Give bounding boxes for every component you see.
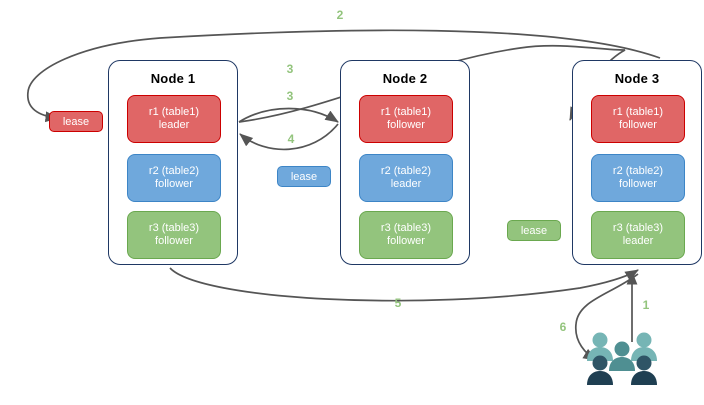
replica-name: r3 (table3) (612, 222, 664, 234)
lease-chip-r1[interactable]: lease (49, 111, 103, 132)
replica-role: leader (158, 119, 190, 131)
lease-chip-r3[interactable]: lease (507, 220, 561, 241)
replica-name: r1 (table1) (148, 106, 200, 118)
replica-name: r1 (table1) (380, 106, 432, 118)
node-box-node3[interactable]: Node 3 r1 (table1) follower r2 (table2) … (572, 60, 702, 265)
replica-name: r1 (table1) (612, 106, 664, 118)
replica-node1-r2[interactable]: r2 (table2) follower (127, 154, 221, 202)
edge-label-6: 6 (559, 320, 567, 334)
replica-role: follower (619, 119, 657, 131)
edge-label-2: 2 (336, 8, 344, 22)
node-box-node1[interactable]: Node 1 r1 (table1) leader r2 (table2) fo… (108, 60, 238, 265)
replica-name: r2 (table2) (380, 165, 432, 177)
replica-node1-r1[interactable]: r1 (table1) leader (127, 95, 221, 143)
replica-role: follower (387, 119, 425, 131)
replica-name: r2 (table2) (148, 165, 200, 177)
lease-chip-r2[interactable]: lease (277, 166, 331, 187)
edge-label-5: 5 (394, 296, 402, 310)
replica-role: follower (155, 235, 193, 247)
replica-node3-r2[interactable]: r2 (table2) follower (591, 154, 685, 202)
replica-node3-r3[interactable]: r3 (table3) leader (591, 211, 685, 259)
node-title: Node 3 (614, 71, 660, 86)
node-title: Node 1 (150, 71, 196, 86)
replica-name: r3 (table3) (380, 222, 432, 234)
replica-role: follower (387, 235, 425, 247)
replica-role: follower (155, 178, 193, 190)
node-box-node2[interactable]: Node 2 r1 (table1) follower r2 (table2) … (340, 60, 470, 265)
edge-label-3b: 3 (286, 89, 294, 103)
replica-node2-r3[interactable]: r3 (table3) follower (359, 211, 453, 259)
replica-node3-r1[interactable]: r1 (table1) follower (591, 95, 685, 143)
replica-node1-r3[interactable]: r3 (table3) follower (127, 211, 221, 259)
node-title: Node 2 (382, 71, 428, 86)
replica-role: leader (390, 178, 422, 190)
edge-3-lower-path (238, 107, 339, 123)
replica-node2-r2[interactable]: r2 (table2) leader (359, 154, 453, 202)
replica-node2-r1[interactable]: r1 (table1) follower (359, 95, 453, 143)
edge-label-3a: 3 (286, 62, 294, 76)
replica-role: follower (619, 178, 657, 190)
edge-label-4: 4 (287, 132, 295, 146)
users-icon (587, 332, 657, 385)
edge-label-1: 1 (642, 298, 650, 312)
replica-name: r3 (table3) (148, 222, 200, 234)
replica-name: r2 (table2) (612, 165, 664, 177)
replica-role: leader (622, 235, 654, 247)
